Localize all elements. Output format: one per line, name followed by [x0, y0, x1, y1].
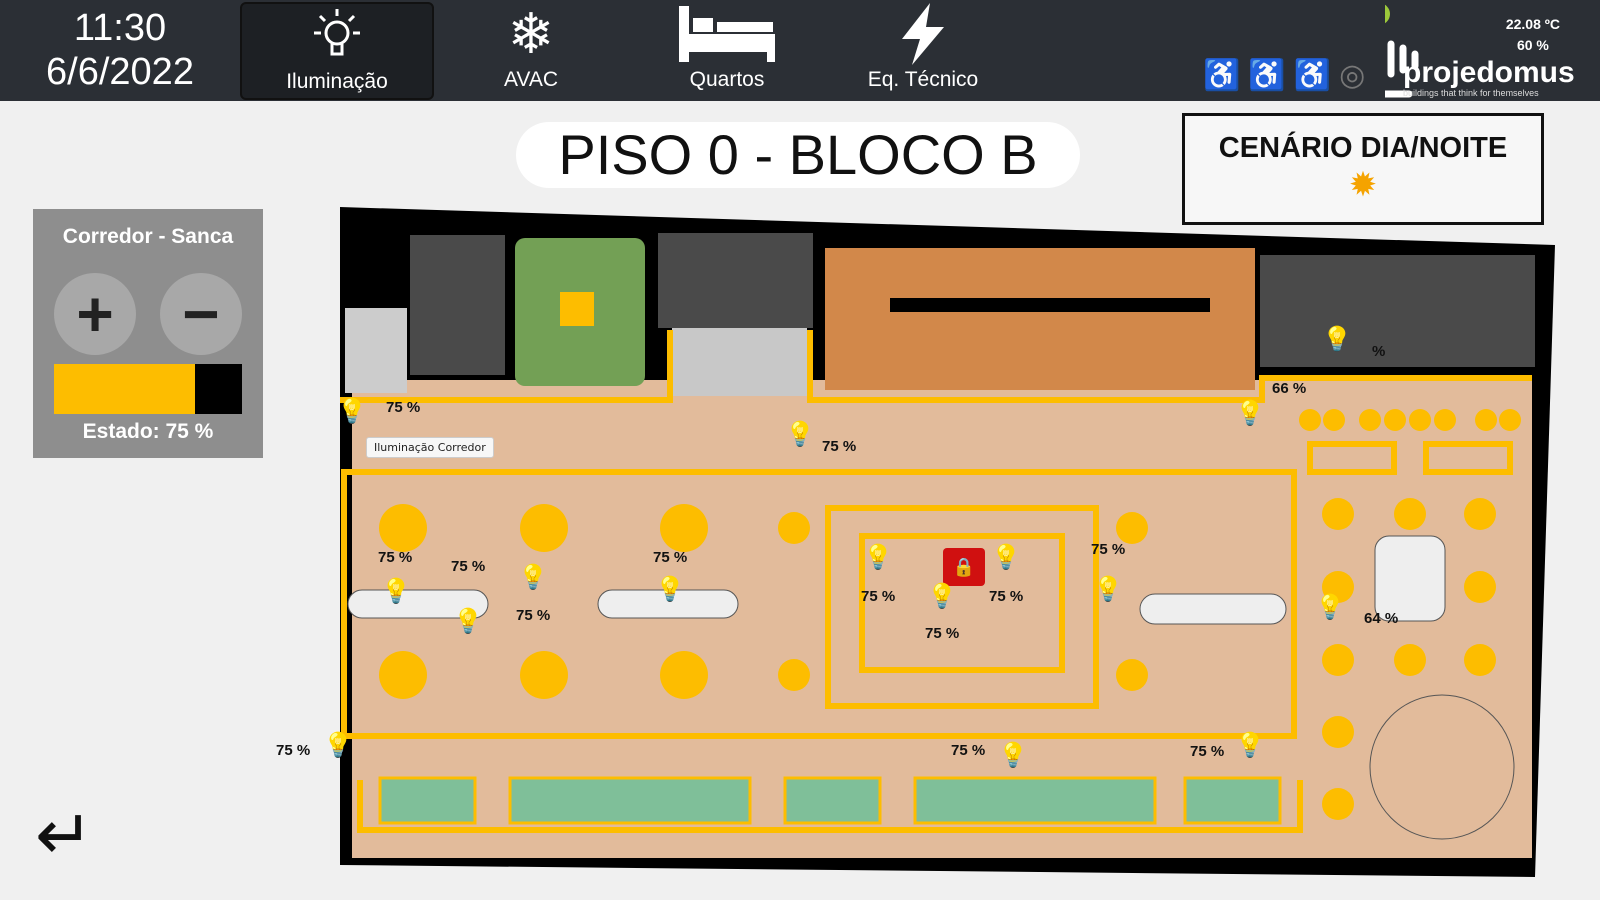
decrease-button[interactable]: − — [160, 273, 242, 355]
lamp-level-label: 75 % — [925, 625, 960, 642]
lightbulb-icon — [242, 4, 432, 68]
lamp-level-label: 66 % — [1272, 380, 1307, 397]
sun-icon: ✹ — [1348, 166, 1378, 204]
lamp-level-label: 75 % — [861, 588, 896, 605]
level-bar[interactable] — [54, 364, 242, 414]
lightbulb-icon[interactable]: 💡 — [998, 742, 1028, 769]
time: 11:30 — [73, 7, 167, 49]
lamp-level-label: 75 % — [653, 549, 688, 566]
nav-label: Eq. Técnico — [867, 68, 979, 91]
lamp-level-label: % — [1372, 343, 1386, 360]
humidity: 60 % — [1516, 37, 1549, 53]
lightbulb-icon[interactable]: 💡 — [1315, 594, 1345, 621]
lightbulb-icon[interactable]: 💡 — [655, 576, 685, 603]
lightbulb-icon[interactable]: 💡 — [863, 544, 893, 571]
page-title: PISO 0 - BLOCO B — [516, 122, 1080, 188]
lamp-level-label: 75 % — [386, 399, 421, 416]
lamp-level-label: 75 % — [989, 588, 1024, 605]
wheelchair-icon: ♿ — [1293, 59, 1332, 92]
lock-icon[interactable]: 🔒 — [943, 548, 985, 586]
nav-eq-tecnico[interactable]: Eq. Técnico — [826, 2, 1020, 100]
lightbulb-icon[interactable]: 💡 — [1322, 326, 1352, 353]
lightbulb-icon[interactable]: 💡 — [323, 732, 353, 759]
nav-label: Iluminação — [286, 70, 388, 93]
increase-button[interactable]: + — [54, 273, 136, 355]
lamp-level-label: 64 % — [1364, 610, 1399, 627]
lightbulb-icon[interactable]: 💡 — [1235, 732, 1265, 759]
lightbulb-icon[interactable]: 💡 — [518, 564, 548, 591]
light-control-panel: Corredor - Sanca + − Estado: 75 % — [33, 209, 263, 458]
nav-iluminacao[interactable]: Iluminação — [240, 2, 434, 100]
wheelchair-icon: ♿ — [1248, 59, 1286, 92]
tooltip: Iluminação Corredor — [366, 437, 494, 458]
back-button[interactable]: ↵ — [35, 800, 94, 870]
lamp-level-label: 75 % — [1190, 743, 1225, 760]
nav-avac[interactable]: ❄ AVAC — [434, 2, 628, 100]
nav-quartos[interactable]: Quartos — [630, 2, 824, 100]
lightbulb-icon[interactable]: 💡 — [927, 583, 957, 610]
lamp-level-label: 75 % — [1091, 541, 1126, 558]
lightbulb-icon[interactable]: 💡 — [1093, 576, 1123, 603]
lightning-icon — [826, 2, 1020, 66]
lightbulb-icon[interactable]: 💡 — [991, 544, 1021, 571]
svg-text:buildings that think for thems: buildings that think for themselves — [1403, 88, 1539, 98]
lamp-level-label: 75 % — [378, 549, 413, 566]
temperature: 22.08 ºC — [1505, 16, 1560, 32]
climate-readout: 22.08 ºC 60 % — [1506, 14, 1560, 56]
lightbulb-icon[interactable]: 💡 — [1235, 400, 1265, 427]
panel-title: Corredor - Sanca — [62, 225, 234, 248]
back-arrow-icon: ↵ — [35, 796, 94, 874]
lamp-level-label: 75 % — [451, 558, 486, 575]
lightbulb-icon[interactable]: 💡 — [785, 421, 815, 448]
snowflake-sun-icon: ❄ — [507, 2, 555, 65]
accessibility-alarms: ♿♿♿◎ — [1203, 58, 1365, 93]
lamp-level-label: 75 % — [276, 742, 311, 759]
alarm-icon: ◎ — [1339, 59, 1366, 92]
nav-label: Quartos — [689, 68, 765, 91]
nav-label: AVAC — [503, 68, 559, 91]
scenario-label: CENÁRIO DIA/NOITE — [1218, 132, 1508, 164]
bed-icon — [630, 2, 824, 66]
lamp-level-label: 75 % — [516, 607, 551, 624]
wheelchair-icon: ♿ — [1203, 59, 1241, 92]
lamp-level-label: 75 % — [822, 438, 857, 455]
lamp-level-label: 75 % — [951, 742, 986, 759]
lightbulb-icon[interactable]: 💡 — [381, 578, 411, 605]
date: 6/6/2022 — [46, 51, 194, 93]
lightbulb-icon[interactable]: 💡 — [453, 608, 483, 635]
lightbulb-icon[interactable]: 💡 — [337, 398, 367, 425]
svg-text:projedomus: projedomus — [1403, 56, 1575, 89]
level-fill — [54, 364, 195, 414]
status-text: Estado: 75 % — [82, 420, 214, 443]
scenario-day-night-button[interactable]: CENÁRIO DIA/NOITE✹ — [1182, 113, 1544, 225]
